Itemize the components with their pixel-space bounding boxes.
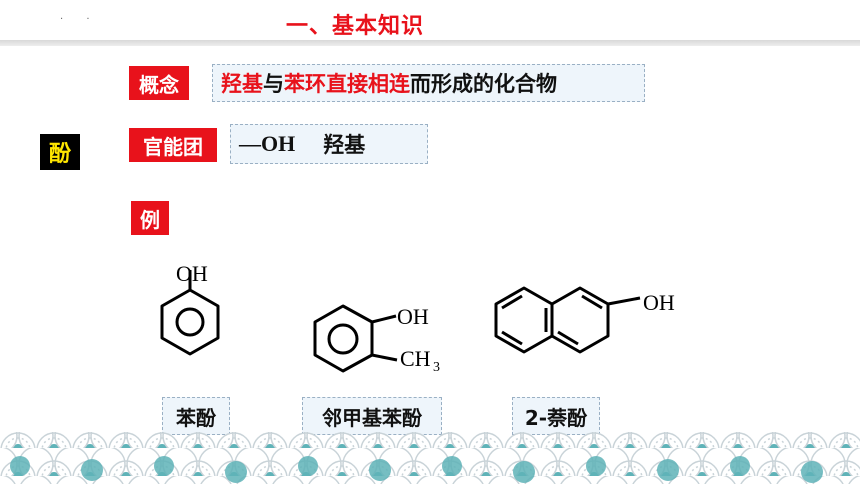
concept-part-with: 与	[263, 72, 284, 96]
naphthol-left-ring	[494, 286, 554, 354]
naphthol-double-bond-5	[557, 330, 579, 346]
phenol-ring	[160, 288, 220, 356]
phenol-inner-circle	[175, 307, 205, 337]
naphthol-double-bond-4	[581, 294, 603, 310]
title-divider	[0, 40, 860, 46]
concept-part-hydroxyl: 羟基	[221, 72, 263, 96]
cresol-oh-label: OH	[397, 304, 429, 329]
naphthol-right-ring	[550, 286, 610, 354]
phenol-name: 苯酚	[162, 397, 230, 435]
cresol-oh-bond	[371, 314, 397, 324]
naphthol-double-bond-2	[501, 330, 523, 346]
concept-tag: 概念	[129, 66, 189, 100]
concept-part-compound: 而形成的化合物	[410, 72, 557, 96]
functional-group-name: 羟基	[323, 133, 366, 157]
naphthol-name: 2-萘酚	[512, 397, 600, 435]
example-tag: 例	[131, 201, 169, 235]
page-title: 一、基本知识	[286, 14, 425, 39]
naphthol-oh-bond	[607, 296, 641, 306]
cresol-ring	[313, 304, 374, 373]
decorative-wave-footer	[0, 432, 860, 484]
o-cresol-name: 邻甲基苯酚	[302, 397, 442, 435]
cresol-ch3-bond	[371, 353, 398, 362]
phenol-oh-label: OH	[176, 261, 208, 286]
side-label-phenol: 酚	[40, 134, 80, 170]
functional-group-box: —OH 羟基	[230, 124, 428, 164]
cresol-ch-label: CH	[400, 346, 431, 371]
cresol-subscript-3: 3	[433, 360, 440, 375]
naphthol-double-bond-1	[501, 294, 523, 310]
header-dots: · ·	[60, 14, 100, 25]
naphthol-oh-label: OH	[643, 290, 675, 315]
functional-group-tag: 官能团	[129, 128, 217, 162]
concept-part-benzene: 苯环直接相连	[284, 72, 410, 96]
concept-box: 羟基 与 苯环直接相连 而形成的化合物	[212, 64, 645, 102]
functional-group-formula: —OH	[239, 131, 296, 156]
cresol-inner-circle	[327, 323, 359, 355]
